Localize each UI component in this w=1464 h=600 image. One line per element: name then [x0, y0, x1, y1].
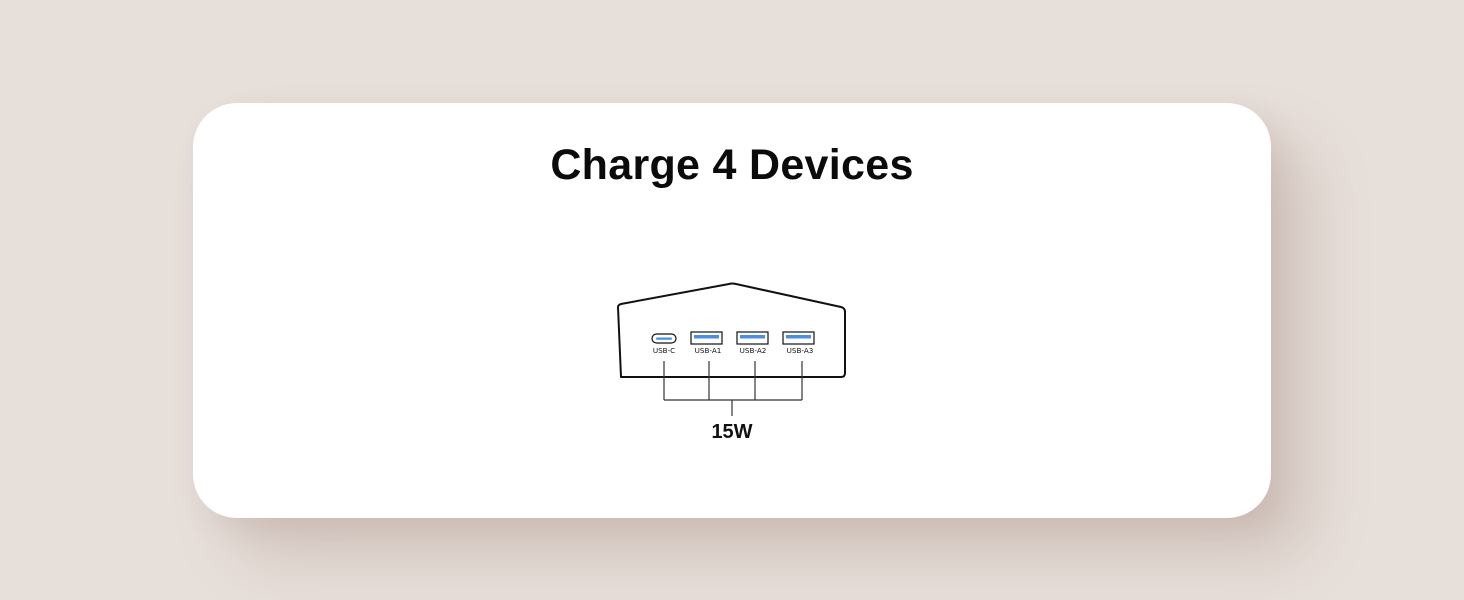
port-label-usb-a3: USB-A3: [787, 346, 814, 355]
shared-output-label: 15W: [711, 421, 752, 443]
info-card: Charge 4 Devices: [193, 103, 1271, 518]
port-label-usb-a1: USB-A1: [695, 346, 722, 355]
port-label-usb-c: USB-C: [653, 346, 675, 355]
usb-a3-port-icon: [782, 331, 815, 345]
usb-c-port-icon: [651, 333, 677, 344]
charger-outline: [617, 282, 846, 378]
usb-a2-port-icon: [736, 331, 769, 345]
usb-a1-port-icon: [690, 331, 723, 345]
port-label-usb-a2: USB-A2: [740, 346, 767, 355]
shared-power-bracket: [663, 361, 803, 416]
charger-diagram: USB-C USB-A1 USB-A2 USB-A3 15W: [617, 282, 846, 443]
page-title: Charge 4 Devices: [550, 141, 914, 189]
